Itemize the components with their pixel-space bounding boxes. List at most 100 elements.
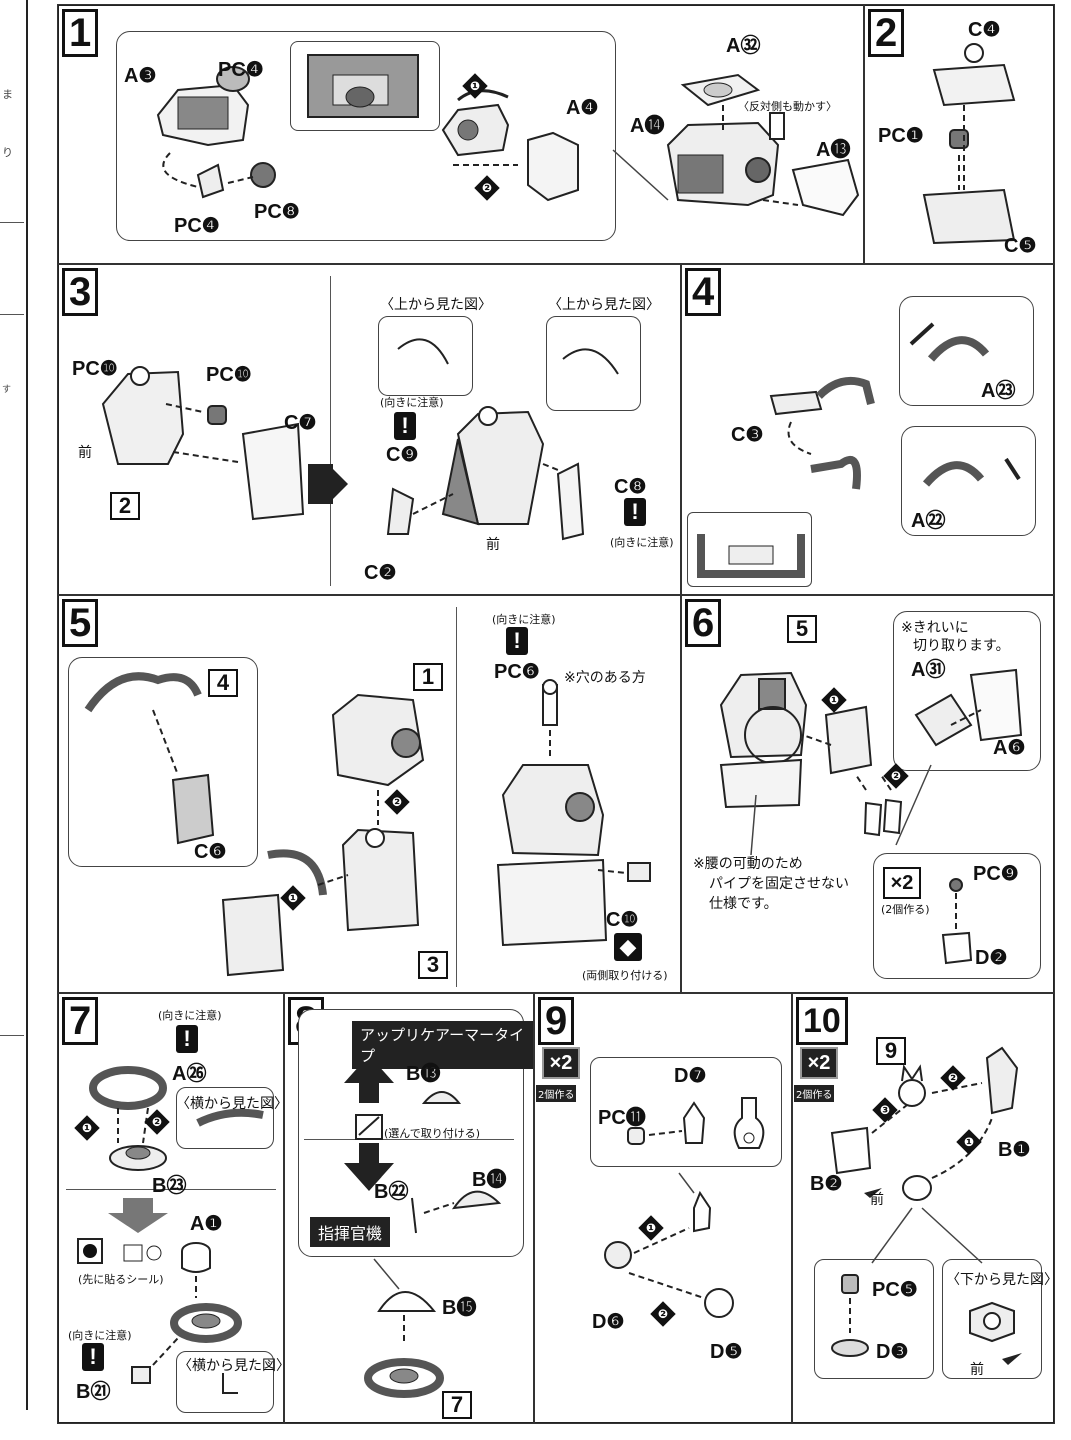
part-label: C❸ xyxy=(731,424,764,446)
part-label: C❾ xyxy=(386,444,419,466)
front-label: 前 xyxy=(78,445,92,461)
step-reference: 1 xyxy=(413,663,443,691)
sequence-marker: ❷ xyxy=(940,1065,966,1091)
detail-callout xyxy=(901,426,1036,536)
caution-note: (向きに注意) xyxy=(492,613,556,626)
part-label: PC❺ xyxy=(872,1279,918,1301)
waist-note: 仕様です。 xyxy=(709,896,778,912)
step-8-panel: 8 アップリケアーマータイプ B⓭ (選んで取り付ける) B㉒ B⓮ 指揮官機 … xyxy=(283,992,535,1424)
part-label: A㉜ xyxy=(726,35,761,57)
quantity-badge: ×2 xyxy=(883,867,921,899)
waist-note: パイプを固定させない xyxy=(709,876,849,892)
part-label: C❺ xyxy=(1004,235,1037,257)
part-label: B⓭ xyxy=(406,1063,441,1085)
part-label: A❹ xyxy=(566,97,599,119)
part-label: A㉖ xyxy=(172,1063,207,1085)
part-label: A❻ xyxy=(993,737,1026,759)
part-label: C❻ xyxy=(194,841,227,863)
side-view-caption: 〈横から見た図〉 xyxy=(176,1096,285,1112)
make-two-note: (2個作る) xyxy=(881,903,930,916)
make-two-note: 2個作る xyxy=(536,1085,577,1102)
step-number: 7 xyxy=(62,997,99,1045)
caution-icon: ! xyxy=(82,1343,104,1371)
sidebar-note: り xyxy=(2,146,13,159)
part-label: C❿ xyxy=(606,909,639,931)
option-banner: 指揮官機 xyxy=(310,1217,391,1247)
sidebar-note: す xyxy=(2,385,12,395)
step-1-panel: 1 A❸ PC❹ PC❹ PC❽ A❹ A㉜ A xyxy=(57,4,865,265)
part-label: A㉓ xyxy=(981,380,1016,402)
part-label: C❼ xyxy=(284,412,317,434)
step-10-drawing xyxy=(830,1046,1022,1365)
step-6-panel: 6 5 A㉛ A❻ PC❾ D❷ ※きれいに 切り取ります。 ※腰の可動のため … xyxy=(680,594,1055,994)
both-sides-note: (両側取り付ける) xyxy=(582,969,668,982)
part-label: C❽ xyxy=(614,476,647,498)
sequence-marker: ❶ xyxy=(74,1115,100,1141)
step-number: 3 xyxy=(62,268,99,316)
sequence-marker: ❶ xyxy=(956,1129,982,1155)
step-4-panel: 4 C❸ A㉓ A㉒ xyxy=(680,263,1055,596)
step-number: 6 xyxy=(685,599,722,647)
part-label: B❶ xyxy=(998,1139,1031,1161)
part-label: B⓯ xyxy=(442,1297,477,1319)
step-7-panel: 7 (向きに注意) ! A㉖ 〈横から見た図〉 B㉓ A❶ (先に貼るシール) … xyxy=(57,992,285,1424)
top-view-callout xyxy=(378,316,473,396)
part-label: A㉛ xyxy=(911,659,946,681)
waist-note: ※腰の可動のため xyxy=(693,856,803,872)
step-number: 1 xyxy=(62,9,99,57)
part-label: C❹ xyxy=(968,19,1001,41)
sequence-marker: ❷ xyxy=(474,175,500,201)
part-label: A⓭ xyxy=(816,139,851,161)
top-view-caption: 〈上から見た図〉 xyxy=(548,297,660,313)
step-2-panel: 2 C❹ PC❶ C❺ xyxy=(863,4,1055,265)
sequence-marker: ❶ xyxy=(821,687,847,713)
caution-icon: ! xyxy=(176,1025,198,1053)
both-sides-icon: ◆ xyxy=(614,933,642,961)
part-label: A❸ xyxy=(124,65,157,87)
sidebar-note: ま xyxy=(2,88,13,101)
part-label: D❸ xyxy=(876,1341,909,1363)
caution-note: (向きに注意) xyxy=(68,1329,132,1342)
step-5-drawing xyxy=(84,672,651,977)
step-number: 9 xyxy=(538,997,575,1045)
sticker-note: (先に貼るシール) xyxy=(78,1273,164,1286)
sidebar-divider xyxy=(0,314,24,315)
make-two-note: 2個作る xyxy=(794,1085,835,1102)
caution-note: (向きに注意) xyxy=(610,536,674,549)
front-label: 前 xyxy=(870,1192,884,1208)
part-label: C❷ xyxy=(364,562,397,584)
caution-icon: ! xyxy=(506,627,528,655)
step-7-drawing xyxy=(77,1066,264,1394)
detail-callout xyxy=(899,296,1034,406)
part-label: D❺ xyxy=(710,1341,743,1363)
step-number: 10 xyxy=(796,997,848,1045)
detail-callout xyxy=(814,1259,934,1379)
part-label: D❷ xyxy=(975,947,1008,969)
step-8-drawing xyxy=(344,1055,502,1398)
part-label: A❶ xyxy=(190,1213,223,1235)
step-6-drawing xyxy=(719,668,1023,965)
bottom-view-caption: 〈下から見た図〉 xyxy=(946,1272,1055,1288)
front-label: 前 xyxy=(970,1362,984,1378)
step-reference: 2 xyxy=(110,492,140,520)
part-label: B㉑ xyxy=(76,1381,111,1403)
step-3-drawing xyxy=(101,338,619,541)
hole-note: ※穴のある方 xyxy=(564,670,646,686)
part-label: PC❿ xyxy=(206,364,252,386)
part-label: PC❹ xyxy=(218,59,264,81)
step-reference: 5 xyxy=(787,615,817,643)
part-label: D❼ xyxy=(674,1065,707,1087)
sequence-marker: ❷ xyxy=(883,763,909,789)
part-label: B❷ xyxy=(810,1173,843,1195)
step-reference: 4 xyxy=(208,669,238,697)
part-label: PC❶ xyxy=(878,125,924,147)
quantity-badge: ×2 xyxy=(542,1047,580,1079)
front-label: 前 xyxy=(486,537,500,553)
caution-icon: ! xyxy=(624,498,646,526)
both-sides-note: 〈反対側も動かす〉 xyxy=(738,100,837,113)
step-number: 2 xyxy=(868,9,905,57)
part-label: A㉒ xyxy=(911,510,946,532)
part-label: PC❽ xyxy=(254,201,300,223)
choose-note: (選んで取り付ける) xyxy=(384,1127,481,1140)
part-label: B㉒ xyxy=(374,1181,409,1203)
